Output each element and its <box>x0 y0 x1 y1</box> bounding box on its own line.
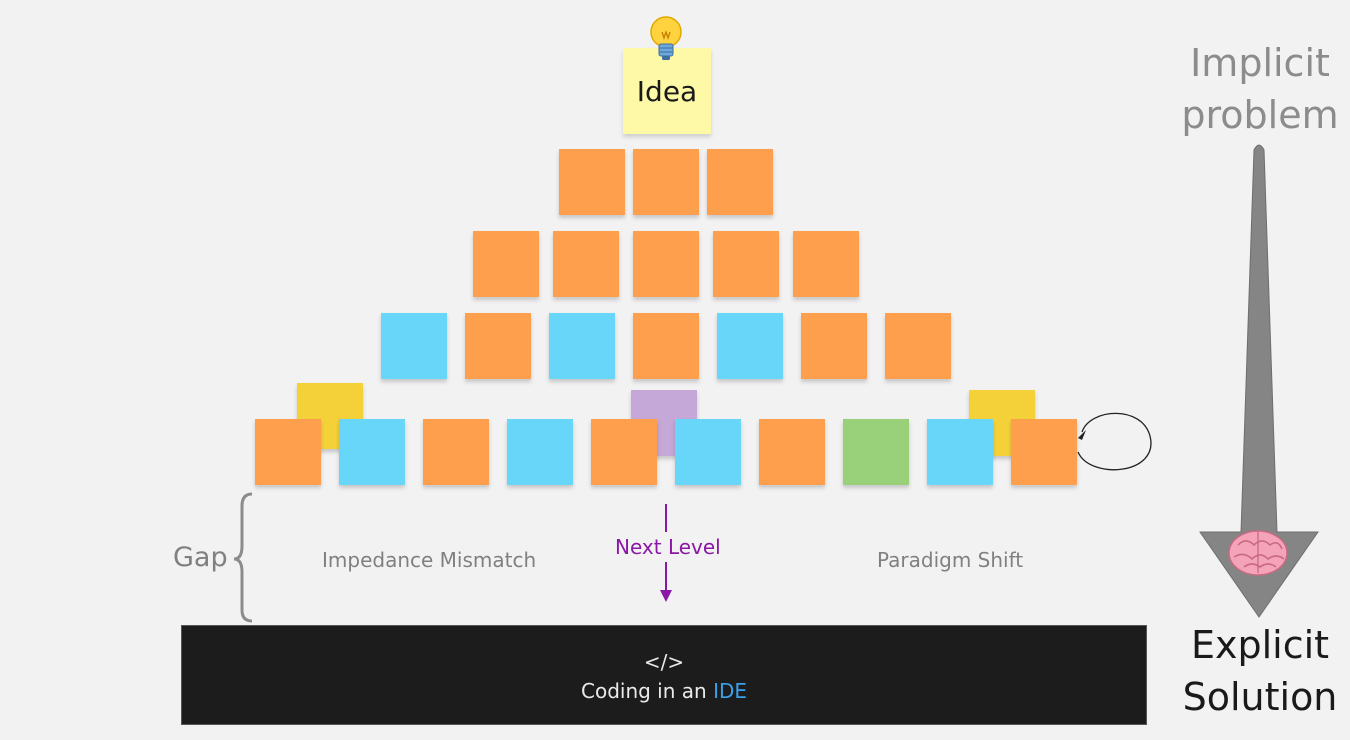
sticky-note-orange[interactable] <box>759 419 825 485</box>
sticky-note-blue[interactable] <box>339 419 405 485</box>
impedance-mismatch-label: Impedance Mismatch <box>322 548 537 572</box>
ide-accent-text: IDE <box>713 679 747 703</box>
code-icon: </> <box>643 650 685 674</box>
gap-label: Gap <box>173 542 228 573</box>
sticky-note-orange[interactable] <box>633 313 699 379</box>
sticky-note-orange[interactable] <box>885 313 951 379</box>
sticky-note-orange[interactable] <box>713 231 779 297</box>
lightbulb-icon <box>650 16 682 60</box>
implicit-problem-title: Implicit problem <box>1165 37 1350 141</box>
explicit-label: Explicit <box>1190 623 1330 667</box>
sticky-note-orange[interactable] <box>473 231 539 297</box>
sticky-note-blue[interactable] <box>675 419 741 485</box>
ide-caption-text: Coding in an <box>581 679 707 703</box>
explicit-solution-title: Explicit Solution <box>1165 619 1350 723</box>
sticky-note-blue[interactable] <box>927 419 993 485</box>
paradigm-shift-label: Paradigm Shift <box>877 548 1024 572</box>
problem-label: problem <box>1181 93 1339 137</box>
ide-caption: Coding in an IDE <box>182 679 1146 703</box>
next-level-label: Next Level <box>615 535 721 559</box>
implicit-label: Implicit <box>1190 41 1330 85</box>
sticky-note-orange[interactable] <box>633 231 699 297</box>
sticky-note-orange[interactable] <box>465 313 531 379</box>
sticky-note-green[interactable] <box>843 419 909 485</box>
sticky-note-blue[interactable] <box>549 313 615 379</box>
sticky-note-blue[interactable] <box>381 313 447 379</box>
solution-label: Solution <box>1182 675 1338 719</box>
sticky-note-orange[interactable] <box>591 419 657 485</box>
idea-note-label: Idea <box>636 74 698 108</box>
sticky-note-orange[interactable] <box>423 419 489 485</box>
sticky-note-orange[interactable] <box>553 231 619 297</box>
sticky-note-orange[interactable] <box>793 231 859 297</box>
sticky-note-orange[interactable] <box>801 313 867 379</box>
sticky-note-blue[interactable] <box>717 313 783 379</box>
sticky-note-orange[interactable] <box>633 149 699 215</box>
sticky-note-orange[interactable] <box>255 419 321 485</box>
sticky-note-blue[interactable] <box>507 419 573 485</box>
sticky-note-orange[interactable] <box>559 149 625 215</box>
sticky-note-orange[interactable] <box>1011 419 1077 485</box>
idea-note[interactable]: Idea <box>623 48 711 134</box>
ide-box: </> Coding in an IDE <box>181 625 1147 725</box>
sticky-note-orange[interactable] <box>707 149 773 215</box>
